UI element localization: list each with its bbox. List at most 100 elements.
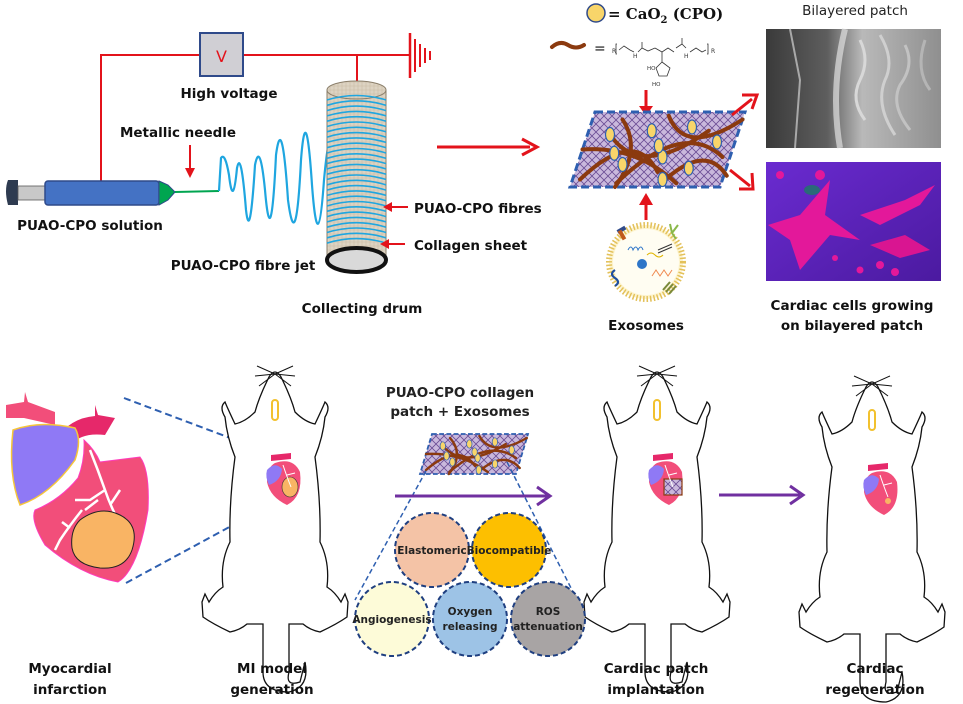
drum-label: Collecting drum <box>302 301 423 317</box>
property-circle <box>432 581 508 657</box>
trachea <box>271 399 279 421</box>
cpo-particle <box>711 134 723 150</box>
collagen-label: Collagen sheet <box>414 238 528 254</box>
fibre-ring <box>326 200 387 207</box>
property-circle <box>471 512 547 588</box>
legend-polymer-eq: = <box>594 41 606 57</box>
polymer-fibre <box>659 158 729 186</box>
whisker <box>640 373 658 387</box>
implant-label-line2: implantation <box>607 682 704 698</box>
whisker <box>871 383 893 387</box>
fibre-ring <box>326 163 387 170</box>
cpo-particle <box>604 126 616 143</box>
property-ros-attenuation: ROS attenuation <box>510 581 586 657</box>
trachea <box>653 399 661 421</box>
heart-vessel <box>868 463 888 471</box>
property-circle <box>354 581 430 657</box>
cpo-particle <box>439 441 446 451</box>
atrium-small <box>266 465 282 485</box>
whisker <box>656 373 674 387</box>
svg-text:HO: HO <box>647 66 656 72</box>
cpo-particle <box>491 437 498 447</box>
fibre-ring <box>326 110 387 117</box>
whisker <box>274 373 296 377</box>
legend-polymer: = <box>550 40 606 57</box>
fibre-ring <box>326 184 387 191</box>
coronary <box>282 464 296 488</box>
fibre-jet-label: PUAO-CPO fibre jet <box>171 258 316 274</box>
cells-label-line2: on bilayered patch <box>781 318 923 334</box>
cpo-particle <box>471 447 478 457</box>
composite-patch-top <box>567 110 748 189</box>
needle-arrow-icon <box>185 145 195 178</box>
fibre-ring <box>326 147 387 154</box>
cpo-particle <box>609 145 620 161</box>
process-arrow-purple-2 <box>719 484 806 506</box>
trachea <box>868 409 876 431</box>
healed-spot <box>885 498 891 504</box>
property-label-line1: ROS <box>536 606 561 618</box>
sem-title: Bilayered patch <box>802 3 908 19</box>
svg-text:R: R <box>612 48 616 55</box>
model-label-line2: generation <box>230 682 313 698</box>
cells-label-line1: Cardiac cells growing <box>771 298 934 314</box>
rat-outline <box>798 381 946 703</box>
fibre-ring <box>326 94 387 101</box>
whisker <box>254 373 276 377</box>
whisker <box>851 383 873 387</box>
fibre-ring <box>326 174 387 181</box>
cpo-particle <box>686 119 698 135</box>
svg-text:H: H <box>633 53 638 60</box>
cpo-particle <box>646 123 657 139</box>
cpo-particle <box>449 457 456 467</box>
fibre-ring <box>326 206 387 213</box>
fibre-ring <box>326 153 387 160</box>
collecting-drum <box>325 80 388 274</box>
sem-arrow-down <box>729 168 755 191</box>
patch-title-line2: patch + Exosomes <box>390 404 529 420</box>
sem-image-bilayer <box>766 28 941 149</box>
voltage-source: V <box>199 32 244 77</box>
rat-outline <box>583 371 731 693</box>
whisker <box>274 373 292 387</box>
polymer-fibre <box>448 449 518 474</box>
property-elastomeric: Elastomeric <box>394 512 470 588</box>
property-label-line1: Oxygen <box>448 606 493 618</box>
fibre-ring <box>326 142 387 149</box>
polymer-fibre <box>447 436 459 476</box>
polymer-fibre <box>478 434 528 449</box>
legend-cpo: = CaO2 (CPO) <box>586 3 723 26</box>
process-arrow-right <box>437 137 541 157</box>
whisker <box>274 365 294 375</box>
infarct-zone <box>281 476 299 498</box>
whisker <box>871 375 891 385</box>
cpo-particle <box>657 171 668 188</box>
implant-label-line1: Cardiac patch <box>604 661 709 677</box>
whisker <box>256 365 276 375</box>
high-voltage-label: High voltage <box>181 86 278 102</box>
property-label-line2: releasing <box>443 621 498 633</box>
fibre-ring <box>326 105 387 112</box>
cpo-particle <box>683 160 694 176</box>
polymer-structure: R H H R HO HO <box>612 38 715 88</box>
cpo-particle <box>508 445 515 455</box>
svg-text:HO: HO <box>652 82 661 88</box>
fibre-ring <box>326 227 387 234</box>
cpo-particle <box>475 465 482 475</box>
cpo-particle <box>617 156 628 173</box>
cone-guides <box>354 461 573 601</box>
rat-regeneration <box>798 375 946 703</box>
circuit-wire <box>100 54 410 183</box>
coronary <box>879 474 893 498</box>
property-label: Angiogenesis <box>352 614 431 626</box>
mi-label-line1: Myocardial <box>28 661 111 677</box>
process-arrow-purple-1 <box>395 485 553 507</box>
mi-label-line2: infarction <box>33 682 107 698</box>
fibre-ring <box>326 121 387 128</box>
whisker <box>855 383 873 397</box>
fibre-ring <box>326 115 387 122</box>
heart-infarct-large <box>6 392 149 583</box>
fibre-jet <box>217 131 337 225</box>
composite-patch-small <box>418 433 530 476</box>
heart-vessel <box>271 453 291 461</box>
